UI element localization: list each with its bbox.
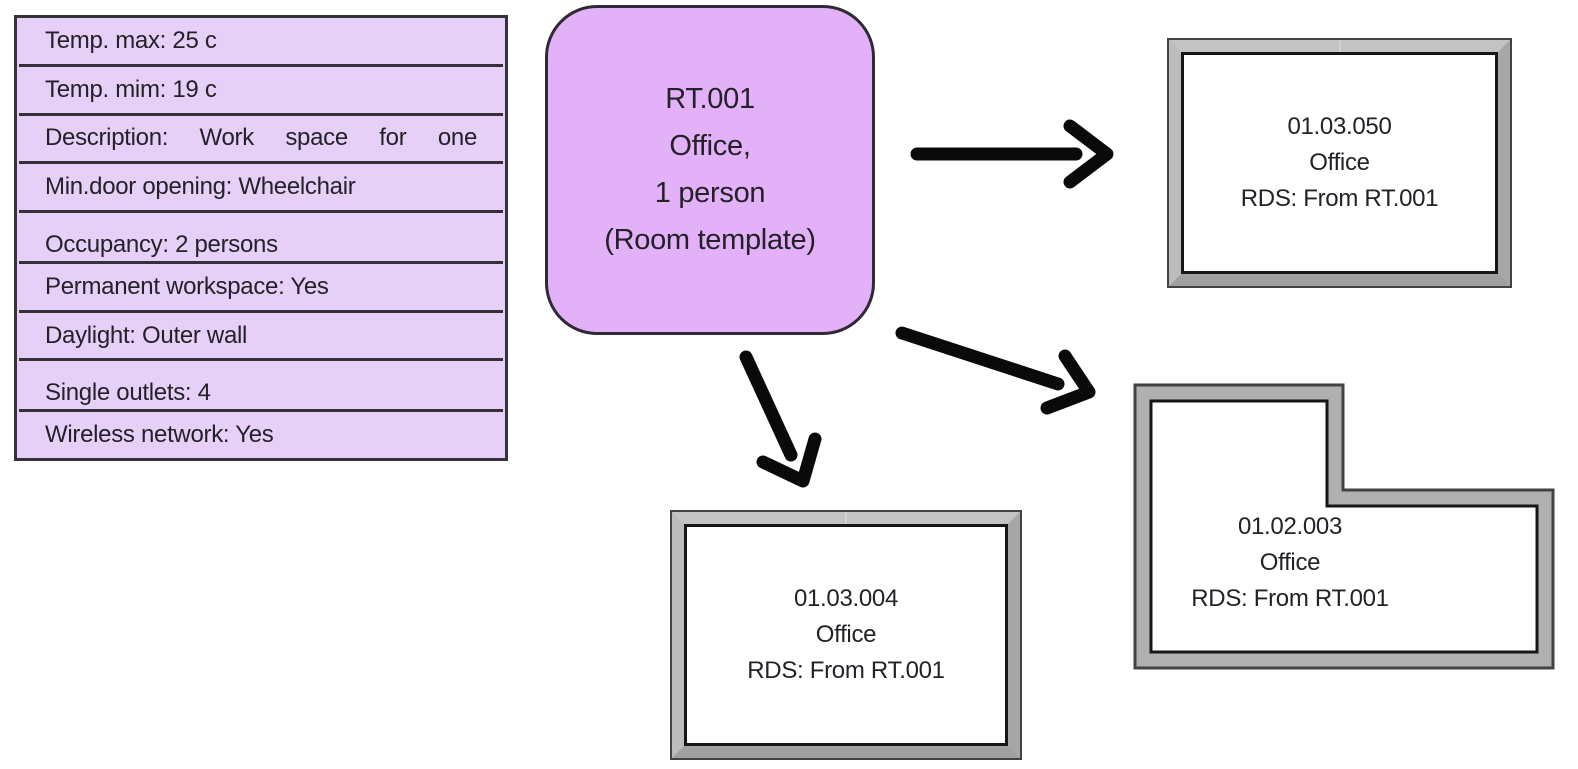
spec-label: Wireless network: Yes <box>45 421 274 449</box>
spec-label: Daylight: Outer wall <box>45 321 248 349</box>
room-rds: RDS: From RT.001 <box>1191 585 1389 612</box>
room-01-03-050: 01.03.050 Office RDS: From RT.001 <box>1167 38 1512 288</box>
template-id: RT.001 <box>665 83 755 115</box>
template-occupancy: 1 person <box>654 177 766 209</box>
room-type: Office <box>1309 149 1370 176</box>
room-type: Office <box>815 621 877 648</box>
room-number: 01.03.004 <box>793 585 899 612</box>
room-label: 01.03.050 Office RDS: From RT.001 <box>1240 109 1439 217</box>
room-number: 01.02.003 <box>1237 513 1343 540</box>
room-type: Office <box>1259 549 1321 576</box>
room-label: 01.02.003 Office RDS: From RT.001 <box>1140 509 1440 617</box>
template-type: Office, <box>669 130 751 162</box>
spec-label: Min.door opening: Wheelchair <box>45 173 356 201</box>
spec-row-permanent-workspace: Permanent workspace: Yes <box>19 264 503 313</box>
spec-row-single-outlets: Single outlets: 4 <box>19 361 503 413</box>
room-rds: RDS: From RT.001 <box>747 657 945 684</box>
template-spec-table: Temp. max: 25 c Temp. mim: 19 c Descript… <box>14 15 508 461</box>
arrow-to-room-01-03-050 <box>910 119 1114 189</box>
room-01-03-004: 01.03.004 Office RDS: From RT.001 <box>670 510 1022 760</box>
spec-row-wireless-network: Wireless network: Yes <box>19 412 503 458</box>
room-01-02-003-walls <box>1133 383 1555 670</box>
spec-row-temp-min: Temp. mim: 19 c <box>19 67 503 116</box>
spec-row-occupancy: Occupancy: 2 persons <box>19 213 503 264</box>
template-kind: (Room template) <box>604 224 816 256</box>
room-rds: RDS: From RT.001 <box>1240 185 1439 212</box>
room-number: 01.03.050 <box>1287 113 1392 140</box>
spec-row-door-opening: Min.door opening: Wheelchair <box>19 164 503 214</box>
spec-label: Single outlets: 4 <box>45 379 211 407</box>
spec-row-temp-max: Temp. max: 25 c <box>19 18 503 67</box>
spec-label: Temp. max: 25 c <box>45 26 217 54</box>
inner-wall <box>1149 399 1539 654</box>
spec-label: Occupancy: 2 persons <box>45 230 278 258</box>
spec-row-daylight: Daylight: Outer wall <box>19 313 503 362</box>
wall-seam <box>845 512 847 524</box>
spec-label: Description: Work space for one <box>45 124 477 152</box>
wall-seam <box>1338 40 1341 52</box>
room-label: 01.03.004 Office RDS: From RT.001 <box>747 581 945 689</box>
spec-label: Permanent workspace: Yes <box>45 272 329 300</box>
arrow-to-room-01-02-003 <box>895 326 1096 415</box>
spec-row-description: Description: Work space for one <box>19 116 503 165</box>
room-floor: 01.03.004 Office RDS: From RT.001 <box>684 524 1008 746</box>
room-floor: 01.03.050 Office RDS: From RT.001 <box>1181 52 1498 274</box>
room-template-node: RT.001 Office, 1 person (Room template) <box>545 5 875 335</box>
arrow-to-room-01-03-004 <box>739 350 822 488</box>
spec-label: Temp. mim: 19 c <box>45 75 217 103</box>
